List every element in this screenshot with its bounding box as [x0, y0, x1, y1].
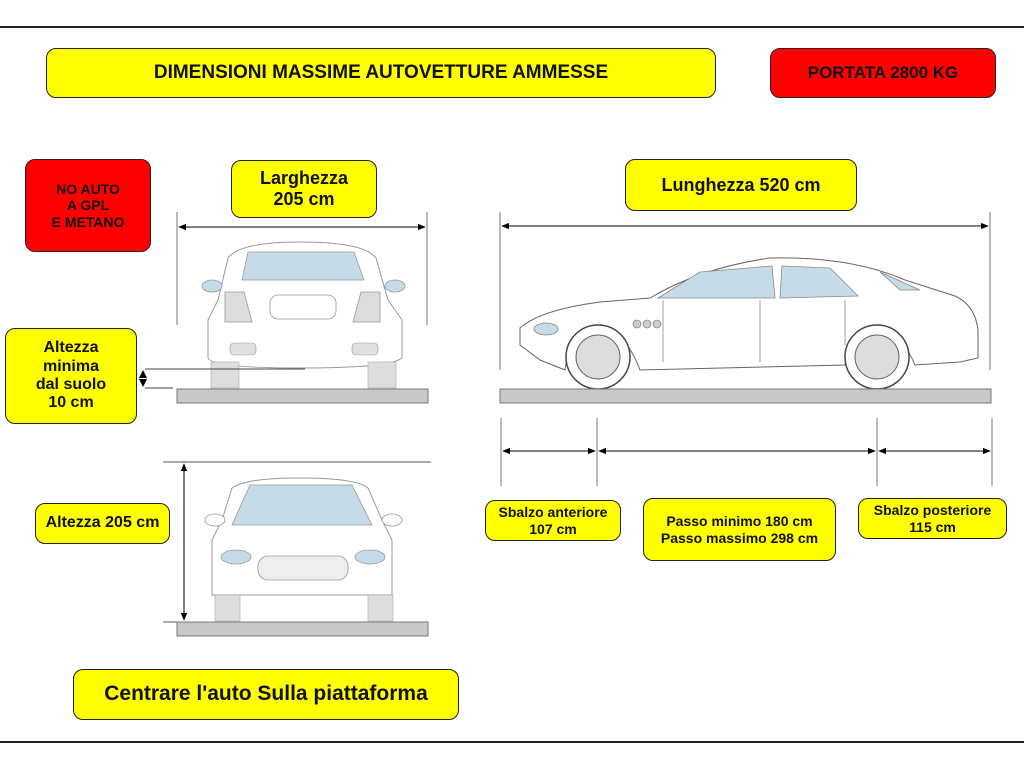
warning-line: E METANO: [51, 213, 125, 230]
side-view-car: [499, 212, 992, 404]
warning-line: NO AUTO: [56, 181, 120, 198]
wheelbase-label: Passo minimo 180 cm Passo massimo 298 cm: [643, 498, 836, 561]
no-lpg-methane-warning: NO AUTO A GPL E METANO: [25, 159, 151, 252]
width-label: Larghezza 205 cm: [231, 160, 377, 218]
clearance-arrow: [139, 370, 147, 387]
front-wheel: [565, 324, 631, 390]
length-label: Lunghezza 520 cm: [625, 159, 857, 211]
clearance-line: Altezza: [43, 339, 99, 357]
bottom-rule: [0, 741, 1024, 743]
warning-line: A GPL: [66, 197, 110, 214]
clearance-line: minima: [42, 357, 99, 375]
rear-overhang-line: Sbalzo posteriore: [873, 502, 992, 519]
height-value: Altezza 205 cm: [45, 514, 160, 532]
title-text: DIMENSIONI MASSIME AUTOVETTURE AMMESSE: [153, 62, 609, 84]
title-banner: DIMENSIONI MASSIME AUTOVETTURE AMMESSE: [46, 48, 716, 98]
side-platform: [499, 388, 992, 404]
length-value: Lunghezza 520 cm: [661, 174, 821, 195]
top-rule: [0, 26, 1024, 28]
clearance-value: 10 cm: [48, 394, 94, 412]
wheelbase-dimensions: [500, 418, 993, 486]
rear-wheel: [844, 324, 910, 390]
instruction-text: Centrare l'auto Sulla piattaforma: [104, 682, 428, 706]
wheelbase-min: Passo minimo 180 cm: [666, 513, 813, 530]
front-platform: [176, 621, 429, 637]
capacity-badge: PORTATA 2800 KG: [770, 48, 996, 98]
rear-overhang-value: 115 cm: [909, 518, 956, 535]
front-overhang-line: Sbalzo anteriore: [498, 504, 608, 521]
ground-clearance-label: Altezza minima dal suolo 10 cm: [5, 328, 137, 424]
rear-overhang-label: Sbalzo posteriore 115 cm: [858, 498, 1007, 539]
rear-view-car: [139, 212, 429, 404]
width-label-line: Larghezza: [259, 168, 349, 189]
front-view-car: [163, 461, 431, 637]
front-overhang-value: 107 cm: [529, 520, 577, 537]
instruction-banner: Centrare l'auto Sulla piattaforma: [73, 669, 459, 720]
front-overhang-label: Sbalzo anteriore 107 cm: [485, 500, 621, 541]
height-label: Altezza 205 cm: [35, 503, 170, 544]
wheelbase-max: Passo massimo 298 cm: [660, 529, 819, 546]
capacity-text: PORTATA 2800 KG: [807, 63, 959, 83]
width-value: 205 cm: [273, 189, 335, 209]
rear-platform: [176, 388, 429, 404]
clearance-line: dal suolo: [35, 376, 107, 393]
